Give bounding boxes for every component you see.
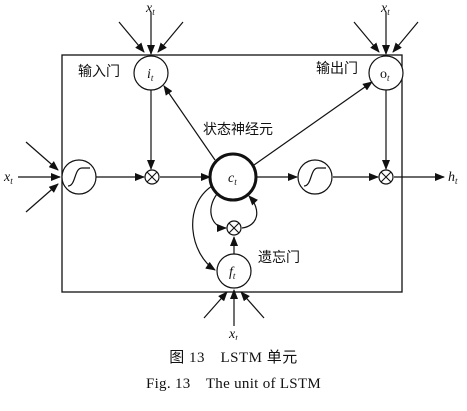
output-h: ht [448,170,458,186]
input-gate-label: 输入门 [78,64,120,80]
input-sigmoid-node [61,159,97,195]
input-gate-node-label: it [147,67,154,83]
forget-multiply-cross [228,222,240,234]
output-sigmoid-node [297,159,333,195]
cell-node [208,152,258,202]
cell-node-label: ct [228,171,237,187]
bottom-input-x: xt [228,327,238,340]
forget-gate-node [216,253,252,289]
forget-gate-node-label: ft [229,265,236,281]
recurrence-arrows [192,185,259,271]
left-input-x: xt [3,170,13,186]
output-gate-top-x: xt [380,1,390,17]
output-gate-inputs [353,12,419,55]
input-multiply-cross [146,171,158,183]
cell-label: 状态神经元 [203,122,273,138]
output-multiply-cross [380,171,392,183]
forget-gate-label: 遗忘门 [258,250,300,266]
left-inputs [18,141,61,213]
output-gate-node-label: ot [380,67,390,83]
input-sigmoid-curve [67,167,90,187]
input-gate-top-x: xt [145,1,155,17]
output-sigmoid-curve [303,167,326,187]
caption-english: Fig. 13 The unit of LSTM [145,376,322,392]
forget-gate-inputs [203,289,265,326]
output-gate-label: 输出门 [316,61,358,77]
lstm-diagram: xt it 输入门 xt ot 输出门 xt ct 状 [3,1,458,340]
main-flow-arrows [96,81,445,181]
caption-chinese: 图 13 LSTM 单元 [169,350,298,366]
input-gate-inputs [118,12,184,55]
